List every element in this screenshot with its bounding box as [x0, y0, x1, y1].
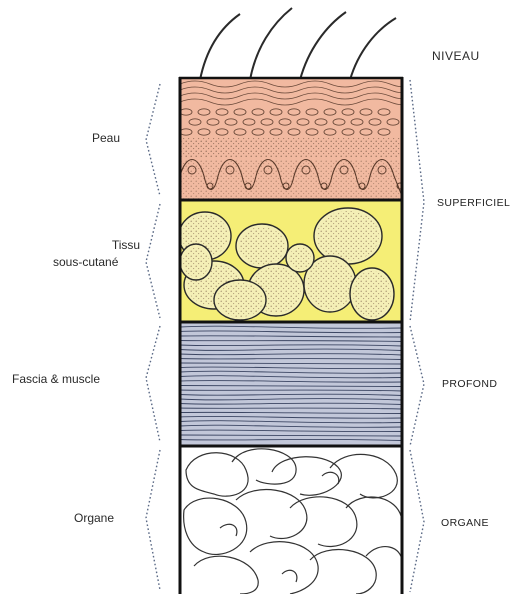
- subcutaneous-layer: [179, 200, 402, 322]
- organ-layer: [180, 446, 402, 594]
- label-organ-level: ORGANE: [441, 517, 489, 529]
- left-braces: [146, 84, 160, 590]
- label-skin: Peau: [92, 131, 120, 145]
- label-subcutaneous-line1: Tissu: [96, 238, 156, 252]
- muscle-layer: [180, 322, 402, 446]
- label-fascia-muscle: Fascia & muscle: [12, 372, 100, 386]
- label-subcutaneous-line2: sous-cutané: [53, 255, 118, 269]
- hair-strands: [200, 8, 396, 80]
- label-deep: PROFOND: [442, 378, 497, 390]
- label-organ: Organe: [74, 511, 114, 525]
- right-braces: [410, 80, 424, 592]
- label-superficial: SUPERFICIEL: [437, 197, 510, 209]
- level-title: NIVEAU: [432, 49, 480, 63]
- skin-layer: [180, 78, 420, 200]
